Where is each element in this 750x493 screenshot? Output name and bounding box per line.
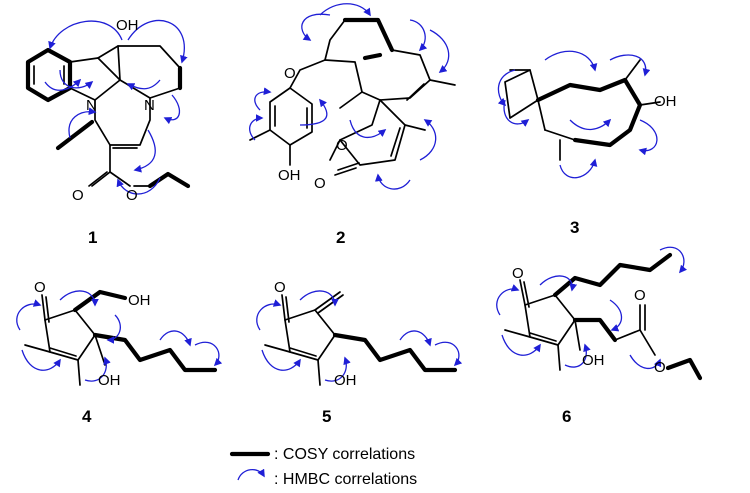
- compound-2-o-lactone-ring-label: O: [336, 137, 348, 154]
- compound-4-o-carbonyl-label: O: [34, 279, 46, 296]
- compound-5-o-carbonyl-label: O: [274, 279, 286, 296]
- compound-5-hmbc-arrows: [256, 290, 463, 382]
- legend-hmbc-label: : HMBC correlations: [274, 471, 417, 488]
- compound-1-n-label-1: N: [86, 97, 97, 114]
- compound-1-o-carbonyl-label: O: [72, 187, 84, 204]
- compound-3-oh-label: OH: [654, 93, 677, 110]
- compound-3-hmbc-arrows: [497, 50, 658, 179]
- compound-1-n-label-2: N: [144, 97, 155, 114]
- compound-2-hmbc-arrows: [249, 3, 450, 190]
- compound-4-oh-label-2: OH: [98, 372, 121, 389]
- compound-4-structure: [24, 289, 218, 386]
- compound-3-structure: [504, 59, 661, 161]
- compound-5-structure: [264, 291, 458, 386]
- compound-6-o-carbonyl-label: O: [634, 287, 646, 304]
- compound-6-hmbc-arrows: [496, 246, 687, 370]
- legend-cosy-label: : COSY correlations: [274, 446, 415, 463]
- compound-3-number: 3: [570, 218, 579, 237]
- compound-6-o-ketone-label: O: [512, 265, 524, 282]
- compound-6-oh-label: OH: [582, 352, 605, 369]
- compound-1-structure: [25, 45, 191, 189]
- compound-6-structure: [504, 252, 703, 381]
- compound-1-number: 1: [88, 228, 97, 247]
- compound-2-o-pyran-label: O: [284, 65, 296, 82]
- compound-4-hmbc-arrows: [16, 290, 223, 382]
- compound-4-number: 4: [82, 407, 92, 426]
- legend: : COSY correlations : HMBC correlations: [229, 446, 417, 488]
- compound-1-oh-label: OH: [116, 17, 139, 34]
- compound-5-number: 5: [322, 407, 331, 426]
- compound-2-number: 2: [336, 228, 345, 247]
- compound-6-o-ester-label: O: [654, 359, 666, 376]
- compound-2-o-carbonyl-label: O: [314, 175, 326, 192]
- legend-hmbc-swatch: [237, 468, 265, 481]
- compound-6-number: 6: [562, 407, 571, 426]
- compound-4-oh-label-1: OH: [128, 292, 151, 309]
- compound-5-oh-label: OH: [334, 372, 357, 389]
- compound-2-oh-label: OH: [278, 167, 301, 184]
- compound-1-hmbc-arrows: [44, 19, 188, 195]
- compound-1-o-ester-label: O: [126, 187, 138, 204]
